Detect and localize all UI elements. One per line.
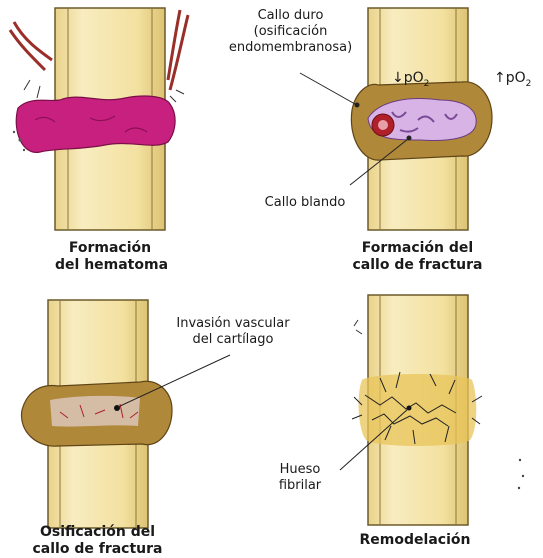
label-line: Callo duro [228,8,353,24]
label-line: Invasión vascular [168,316,298,332]
po2-high-label: ↑pO2 [494,70,531,89]
po2-text: pO [404,70,424,86]
label-line: Callo blando [255,195,355,211]
panel-remodeling [340,295,482,525]
remodeling-callus [359,374,477,446]
po2-text: pO [506,70,526,86]
caption-remodeling: Remodelación [350,532,480,549]
caption-line-2: del hematoma [55,257,165,274]
caption-line-1: Remodelación [350,532,480,549]
torn-periosteum-left [10,22,52,70]
po2-subscript: 2 [424,79,430,89]
caption-line-1: Osificación del [20,524,175,541]
label-line: fibrilar [270,478,330,494]
hematoma [16,96,175,152]
po2-subscript: 2 [526,79,532,89]
label-soft-callus: Callo blando [255,195,355,211]
label-vascular-invasion: Invasión vascular del cartílago [168,316,298,348]
pointer-hard-callus [300,73,355,104]
label-line: endomembranosa) [228,40,353,56]
panel-hematoma [10,8,188,230]
po2-low-label: ↓pO2 [392,70,429,89]
down-arrow-icon: ↓ [392,70,404,86]
label-fibrillar-bone: Hueso fibrilar [270,462,330,494]
label-line: del cartílago [168,332,298,348]
label-hard-callus: Callo duro (osificación endomembranosa) [228,8,353,56]
caption-line-2: callo de fractura [20,541,175,558]
caption-callus-formation: Formación del callo de fractura [340,240,495,274]
torn-periosteum-right [168,10,188,90]
up-arrow-icon: ↑ [494,70,506,86]
caption-line-1: Formación del [340,240,495,257]
caption-callus-ossification: Osificación del callo de fractura [20,524,175,558]
caption-line-2: callo de fractura [340,257,495,274]
label-line: Hueso [270,462,330,478]
caption-hematoma: Formación del hematoma [55,240,165,274]
label-line: (osificación [228,24,353,40]
caption-line-1: Formación [55,240,165,257]
margin-marks [518,459,524,489]
bone-shaft-lower [55,140,165,230]
